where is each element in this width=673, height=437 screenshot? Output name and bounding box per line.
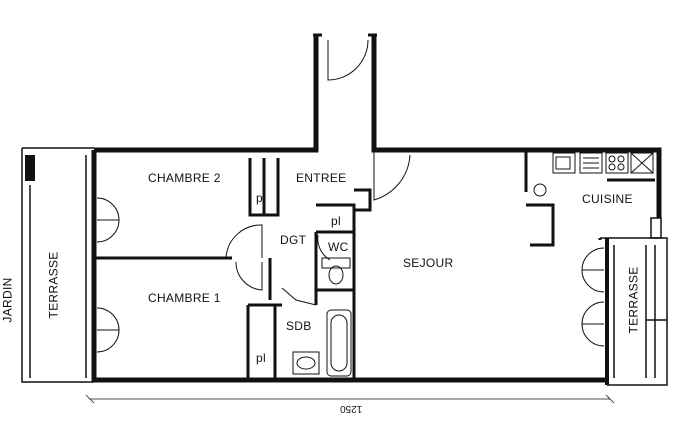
exterior-walls [91, 35, 662, 383]
garden-label: JARDIN [0, 277, 15, 323]
room-label-chambre-1: CHAMBRE 1 [148, 291, 221, 305]
room-label-chambre-2: CHAMBRE 2 [148, 171, 221, 185]
room-label-cuisine: CUISINE [582, 192, 633, 206]
terrace-label-left: TERRASSE [46, 251, 61, 319]
room-label-sejour: SEJOUR [403, 256, 454, 270]
closet-label-pl-wc: pl [331, 214, 341, 228]
kitchen-fixtures [533, 152, 654, 197]
closet-label-pl-sdb: pl [256, 351, 266, 365]
terrace-label-right: TERRASSE [626, 266, 641, 334]
dimension-line [85, 394, 615, 404]
room-label-entree: ENTREE [296, 171, 347, 185]
dimension-label: 1250 [340, 403, 363, 414]
right-terrace [600, 217, 668, 386]
room-label-sdb: SDB [286, 319, 312, 333]
bathroom-fixtures [292, 257, 352, 377]
interior-walls [94, 150, 655, 380]
doors [96, 39, 605, 353]
left-terrace [21, 147, 94, 383]
room-label-wc: WC [328, 240, 349, 254]
room-label-dgt: DGT [280, 233, 307, 247]
closet-label-pl-top: pl [256, 191, 266, 205]
